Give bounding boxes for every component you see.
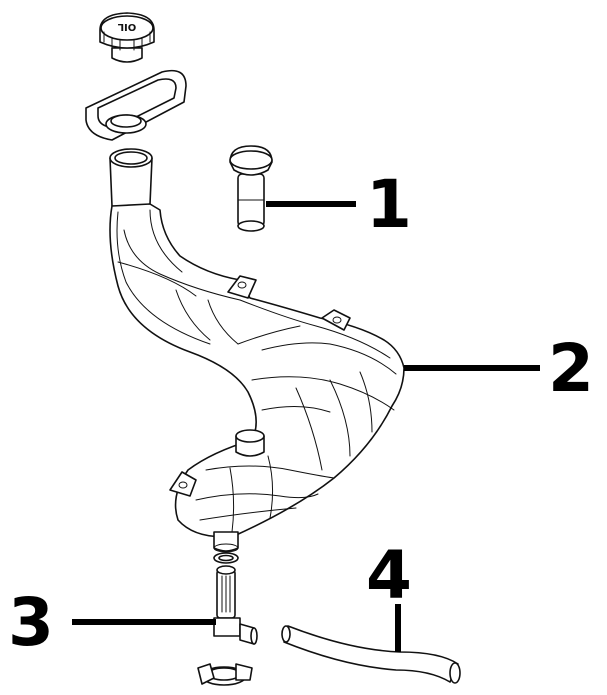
hose <box>281 625 461 684</box>
callout-4: 4 <box>366 537 412 614</box>
oil-tank <box>109 148 405 553</box>
callout-1: 1 <box>366 166 412 243</box>
drain-fitting <box>213 565 258 645</box>
filler-cap: OIL <box>99 12 155 63</box>
hose-clamp <box>197 663 253 686</box>
check-valve <box>229 145 273 232</box>
callout-2: 2 <box>548 330 594 407</box>
o-ring <box>213 552 239 564</box>
cap-marking: OIL <box>117 21 136 32</box>
filler-funnel <box>85 69 187 141</box>
callout-3: 3 <box>8 584 54 661</box>
